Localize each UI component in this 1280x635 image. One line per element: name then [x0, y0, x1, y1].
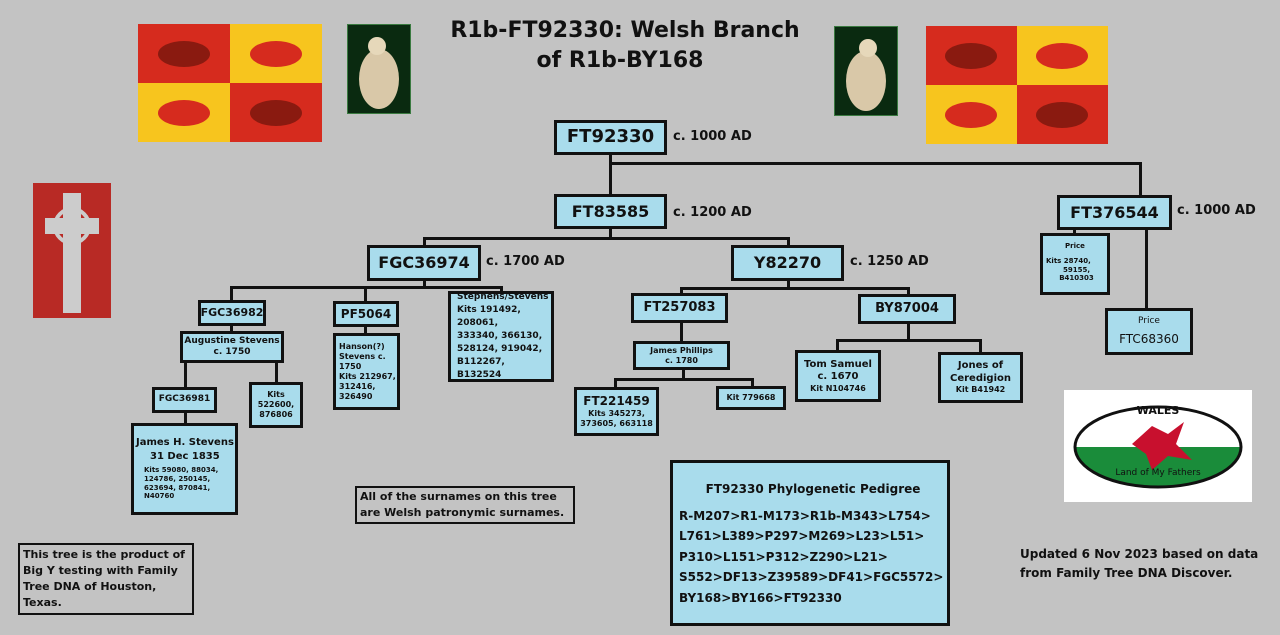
node-ft83585: FT83585 — [554, 194, 667, 229]
node-line: Price — [1138, 316, 1160, 327]
node-line: 623694, 870841, — [144, 483, 211, 492]
chess-piece-image-right — [834, 26, 898, 116]
title-line-2: of R1b-BY168 — [536, 48, 704, 73]
wales-sticker: WALES Land of My Fathers — [1064, 390, 1252, 502]
node-line: James Phillips — [650, 345, 713, 355]
node-line: Kits 212967, — [339, 371, 396, 381]
node-fgc36974: FGC36974 — [367, 245, 481, 281]
node-ft376544: FT376544 — [1057, 195, 1172, 230]
pedigree-line: S552>DF13>Z39589>DF41>FGC5572> — [679, 570, 944, 584]
node-line: 326490 — [339, 391, 373, 401]
node-kit-779668: Kit 779668 — [716, 386, 786, 410]
node-line: Jones of — [957, 360, 1004, 371]
node-name: FT257083 — [643, 299, 716, 315]
node-date: c. 1200 AD — [673, 205, 752, 220]
node-name: FT376544 — [1070, 202, 1159, 222]
node-y82270: Y82270 — [731, 245, 844, 281]
node-name: FGC36982 — [200, 306, 264, 320]
node-name: FT92330 — [566, 126, 655, 148]
node-line: Stephens/Stevens — [457, 291, 549, 302]
node-line: Kits 345273, — [588, 409, 645, 418]
node-ft257083: FT257083 — [631, 293, 728, 323]
node-date: c. 1250 AD — [850, 254, 929, 269]
updated-note: Updated 6 Nov 2023 based on data from Fa… — [1020, 547, 1259, 580]
big-y-note: This tree is the product of Big Y testin… — [18, 543, 194, 615]
node-pf5064: PF5064 — [333, 301, 399, 327]
node-name: Y82270 — [753, 253, 822, 272]
node-line: 876806 — [259, 410, 293, 419]
node-date: c. 1700 AD — [486, 254, 565, 269]
node-line: 333340, 366130, — [457, 330, 543, 341]
node-line: N40760 — [144, 492, 175, 501]
node-line: 1750 — [339, 361, 362, 371]
node-line: 373605, 663118 — [580, 419, 653, 428]
node-line: Augustine Stevens — [184, 335, 280, 346]
node-line: Kit N104746 — [810, 383, 866, 393]
node-by87004: BY87004 — [858, 294, 956, 324]
pedigree-title: FT92330 Phylogenetic Pedigree — [705, 482, 921, 496]
node-line: Tom Samuel — [804, 358, 872, 370]
node-line: Ceredigion — [950, 372, 1011, 384]
node-line: 59155, B410303 — [1059, 265, 1094, 283]
node-line: FTC68360 — [1119, 331, 1179, 346]
node-name: FGC36981 — [158, 394, 211, 405]
node-line: Kit B41942 — [955, 385, 1006, 394]
pedigree-line: P310>L151>P312>Z290>L21> — [679, 549, 888, 564]
node-line: B112267, B132524 — [457, 357, 505, 381]
node-line: Kits 59080, 88034, — [144, 466, 219, 474]
node-name: FT221459 — [583, 394, 650, 408]
title-line-1: R1b-FT92330: Welsh Branch — [450, 18, 800, 43]
surnames-note: All of the surnames on this tree are Wel… — [355, 486, 575, 524]
welsh-dragon-oval — [1073, 405, 1243, 489]
node-name: Kit 779668 — [726, 393, 776, 402]
node-line: Kits 191492, 208061, — [457, 304, 521, 328]
node-line: 124786, 250145, — [144, 474, 211, 483]
pedigree-box: FT92330 Phylogenetic Pedigree R-M207>R1-… — [670, 460, 950, 626]
node-line: Kits 28740, — [1046, 256, 1091, 265]
node-name: BY87004 — [875, 300, 939, 316]
pedigree-line: BY168>BY166>FT92330 — [679, 590, 842, 605]
node-line: Kits — [267, 390, 285, 399]
node-line: c. 1780 — [665, 355, 698, 365]
node-line: c. 1670 — [817, 371, 859, 382]
node-line: c. 1750 — [213, 347, 251, 357]
node-line: 31 Dec 1835 — [150, 450, 220, 462]
node-line: 528124, 919042, — [457, 344, 543, 355]
node-line: Hanson(?) — [339, 341, 385, 351]
node-name: FGC36974 — [378, 253, 470, 272]
page-title: R1b-FT92330: Welsh Branch of R1b-BY168 — [430, 16, 820, 76]
node-line: Price — [1065, 242, 1085, 250]
node-line: 522600, — [257, 400, 295, 409]
node-line: 312416, — [339, 381, 376, 391]
node-name: PF5064 — [340, 306, 392, 321]
node-name: FT83585 — [571, 201, 650, 221]
node-fgc36981: FGC36981 — [152, 387, 217, 413]
pedigree-line: L761>L389>P297>M269>L23>L51> — [679, 529, 925, 543]
node-date: c. 1000 AD — [1177, 203, 1256, 218]
node-line: Stevens c. — [339, 351, 386, 361]
pedigree-line: R-M207>R1-M173>R1b-M343>L754> — [679, 508, 931, 523]
node-ft92330: FT92330 — [554, 120, 667, 155]
node-fgc36982: FGC36982 — [198, 300, 266, 326]
chess-piece-image-left — [347, 24, 411, 114]
welsh-royal-flag-right — [926, 26, 1108, 144]
node-date: c. 1000 AD — [673, 129, 752, 144]
celtic-cross-image — [33, 183, 111, 318]
sticker-motto: Land of My Fathers — [1115, 468, 1201, 478]
sticker-title: WALES — [1136, 404, 1180, 417]
welsh-royal-flag-left — [138, 24, 322, 142]
node-line: James H. Stevens — [136, 437, 234, 448]
